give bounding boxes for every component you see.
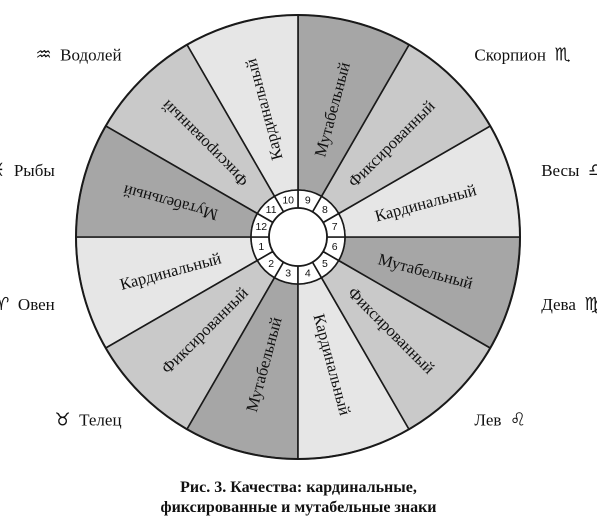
house-number: 1: [258, 241, 264, 253]
zodiac-sign-name: Телец: [79, 410, 121, 429]
cancer-icon: ♋: [374, 476, 390, 478]
house-number: 3: [285, 268, 291, 280]
zodiac-sign-name: Рыбы: [14, 161, 56, 180]
house-number: 7: [332, 221, 338, 233]
zodiac-sign-label: Рак ♋: [340, 476, 390, 478]
zodiac-sign-name: Рак: [340, 477, 366, 478]
zodiac-sign-label: Весы ♎: [541, 160, 597, 181]
house-number: 6: [332, 241, 338, 253]
aries-icon: ♈: [0, 293, 9, 314]
zodiac-sign-name: Весы: [541, 161, 580, 180]
zodiac-sign-label: Близнецы ♊: [183, 476, 279, 478]
house-number: 11: [266, 204, 277, 216]
taurus-icon: ♉: [55, 409, 71, 430]
figure-caption-line-1: Рис. 3. Качества: кардинальные,: [180, 479, 417, 496]
aquarius-icon: ♒: [36, 44, 52, 65]
wheel-outer-rim: [75, 14, 521, 460]
pisces-icon: ♓: [0, 160, 5, 181]
house-number: 9: [305, 194, 311, 206]
zodiac-sign-name: Скорпион: [474, 45, 546, 64]
scorpio-icon: ♏: [554, 44, 570, 65]
zodiac-quality-wheel: Кардинальный1Фиксированный2Мутабельный3К…: [0, 14, 597, 478]
house-number: 10: [282, 194, 294, 206]
libra-icon: ♎: [588, 160, 597, 181]
leo-icon: ♌: [510, 409, 526, 430]
zodiac-sign-label: ♓ Рыбы: [0, 160, 55, 181]
house-number: 4: [305, 268, 311, 280]
house-number: 5: [322, 258, 328, 270]
house-number: 12: [255, 221, 267, 233]
zodiac-sign-label: ♉ Телец: [55, 409, 122, 430]
zodiac-sign-label: ♒ Водолей: [36, 44, 122, 65]
zodiac-sign-label: ♈ Овен: [0, 293, 55, 314]
zodiac-sign-name: Овен: [18, 294, 55, 313]
zodiac-sign-name: Лев: [474, 410, 501, 429]
house-number: 8: [322, 204, 328, 216]
zodiac-sign-label: Лев ♌: [474, 409, 526, 430]
figure-caption-line-2: фиксированные и мутабельные знаки: [160, 499, 437, 516]
virgo-icon: ♍: [584, 293, 597, 314]
zodiac-sign-name: Водолей: [60, 45, 121, 64]
zodiac-sign-name: Дева: [541, 294, 576, 313]
wheel-hub: [268, 207, 328, 267]
zodiac-sign-label: Дева ♍: [541, 293, 597, 314]
house-number: 2: [268, 258, 274, 270]
zodiac-sign-name: Близнецы: [183, 477, 255, 478]
zodiac-sign-label: Скорпион ♏: [474, 44, 570, 65]
gemini-icon: ♊: [263, 476, 279, 478]
